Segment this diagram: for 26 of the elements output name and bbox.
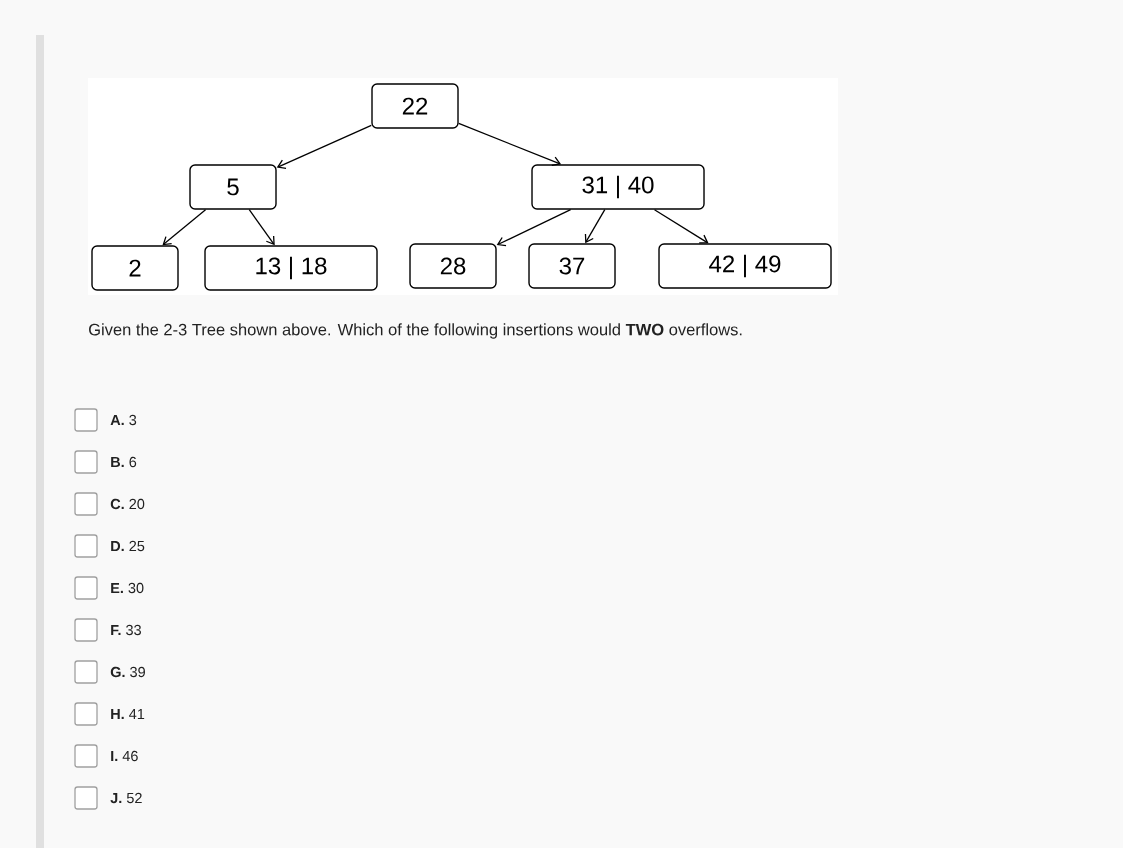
- arrow: [496, 209, 572, 247]
- option-label: B. 6: [111, 456, 137, 468]
- tree-node: 5: [189, 164, 277, 210]
- option-label: F. 33: [111, 624, 141, 636]
- tree-node: 42 | 49: [658, 243, 832, 289]
- tree-node: 22: [371, 83, 459, 129]
- option-label: D. 25: [111, 540, 145, 552]
- tree-node: 28: [409, 243, 497, 289]
- option-label: C. 20: [110, 498, 145, 510]
- arrow: [584, 209, 606, 244]
- option-label: I. 46: [111, 750, 138, 762]
- arrow: [162, 209, 207, 246]
- question-text: Given the 2-3 Tree shown above. Which of the following insertions would TWO overflows.: [89, 323, 742, 339]
- arrow: [276, 124, 372, 169]
- option-label: E. 30: [111, 582, 144, 594]
- option-label: A. 3: [110, 414, 137, 426]
- tree-node: 2: [91, 245, 179, 291]
- tree-node: 13 | 18: [204, 245, 378, 291]
- option-label: G. 39: [110, 666, 145, 678]
- arrow: [458, 122, 562, 167]
- arrow: [248, 209, 275, 246]
- option-label: H. 41: [111, 709, 145, 719]
- arrow: [653, 209, 709, 244]
- tree-node: 31 | 40: [531, 164, 705, 210]
- option-label: J. 52: [110, 792, 142, 804]
- tree-node: 37: [528, 243, 616, 289]
